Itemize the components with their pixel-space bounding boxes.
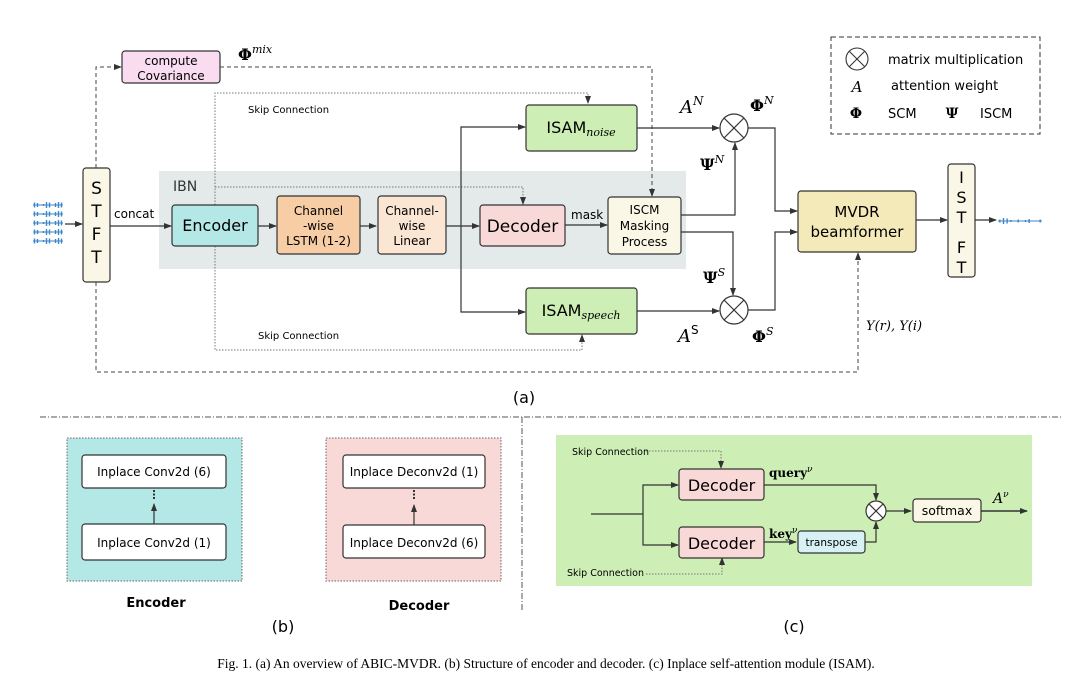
matrix-multiplication-icon	[719, 113, 749, 143]
figure-caption: Fig. 1. (a) An overview of ABIC-MVDR. (b…	[217, 656, 875, 671]
linear-label: Linear	[393, 234, 430, 248]
mask-label: mask	[571, 208, 603, 222]
mvdr-label: MVDR	[834, 203, 879, 221]
a-s-label: AS	[676, 323, 699, 347]
isam-speech-label: ISAMspeech	[542, 301, 621, 322]
legend-psi-symbol: Ψ	[946, 106, 959, 122]
matrix-multiplication-icon	[845, 47, 869, 71]
lstm-label: -wise	[303, 219, 334, 233]
lstm-label: LSTM (1-2)	[286, 234, 351, 248]
legend: matrix multiplication A attention weight…	[830, 36, 1041, 135]
skip-connection-bottom-label: Skip Connection	[567, 568, 644, 579]
istft-letter: S	[956, 188, 966, 207]
iscm-label: Process	[622, 235, 668, 249]
istft-letter: T	[956, 258, 967, 277]
decoder-title: Decoder	[389, 599, 450, 614]
legend-phi-symbol: Φ	[850, 106, 862, 122]
phi-n-label: ΦN	[750, 94, 774, 115]
channel-wise-linear-block	[377, 195, 447, 255]
query-label: queryν	[769, 465, 813, 480]
psi-s-label: ΨS	[703, 266, 726, 287]
stft-letter: S	[91, 179, 102, 199]
decoder-deconv-top-label: Inplace Deconv2d (1)	[350, 465, 479, 479]
covariance-label: compute	[145, 54, 198, 68]
encoder-label: Encoder	[182, 216, 248, 235]
linear-label: wise	[399, 219, 426, 233]
iscm-label: ISCM	[630, 203, 660, 217]
stft-letter: T	[90, 248, 102, 268]
covariance-label: Covariance	[137, 69, 204, 83]
softmax-label: softmax	[922, 503, 972, 518]
encoder-conv-top-label: Inplace Conv2d (6)	[97, 465, 211, 479]
encoder-title: Encoder	[126, 596, 186, 611]
a-n-label: AN	[678, 94, 704, 118]
skip-connection-top-label: Skip Connection	[248, 105, 329, 116]
legend-item-text: attention weight	[891, 79, 998, 94]
stft-letter: T	[90, 202, 102, 222]
transpose-label: transpose	[805, 537, 857, 549]
panel-a-label: (a)	[513, 388, 535, 407]
linear-label: Channel-	[385, 204, 439, 218]
output-waveform-icon	[998, 218, 1042, 224]
legend-item-text: matrix multiplication	[888, 53, 1023, 68]
legend-item-text: ISCM	[980, 107, 1012, 122]
matrix-multiplication-icon	[865, 500, 887, 522]
istft-block: I S T F T	[947, 163, 976, 278]
encoder-conv-bottom-label: Inplace Conv2d (1)	[97, 536, 211, 550]
istft-letter: I	[959, 168, 964, 187]
panel-b-label: (b)	[272, 617, 295, 636]
decoder-deconv-top	[342, 454, 486, 489]
matrix-multiplication-icon	[719, 295, 749, 325]
input-waveforms-icon	[33, 202, 63, 244]
legend-item-text: SCM	[888, 107, 917, 122]
skip-connection-bottom-label: Skip Connection	[258, 331, 339, 342]
legend-attention-symbol: A	[850, 78, 863, 96]
decoder-deconv-bottom-label: Inplace Deconv2d (6)	[350, 536, 479, 550]
channel-wise-lstm-block	[276, 195, 361, 255]
concat-label: concat	[114, 207, 154, 221]
psi-n-label: ΨN	[700, 153, 725, 174]
istft-letter: T	[956, 208, 967, 227]
isam-decoder-query-label: Decoder	[688, 476, 756, 495]
isam-decoder-key-label: Decoder	[688, 534, 756, 553]
ibn-label: IBN	[173, 179, 197, 195]
istft-letter: F	[957, 238, 966, 257]
stft-block: S T F T	[82, 167, 111, 283]
iscm-label: Masking	[620, 219, 669, 233]
mvdr-label: beamformer	[811, 223, 905, 241]
phi-mix-label: Φmix	[238, 43, 273, 64]
a-nu-label: Aν	[991, 490, 1009, 507]
lstm-label: Channel	[294, 204, 343, 218]
panel-c-label: (c)	[783, 617, 804, 636]
iscm-masking-block	[607, 196, 682, 255]
key-label: keyν	[769, 526, 798, 541]
stft-letter: F	[92, 225, 102, 245]
y-input-label: Y(r), Y(i)	[866, 319, 922, 334]
isam-noise-label: ISAMnoise	[546, 118, 616, 139]
decoder-label: Decoder	[487, 217, 559, 237]
phi-s-label: ΦS	[752, 325, 774, 346]
skip-connection-top-label: Skip Connection	[572, 447, 649, 458]
mvdr-beamformer-block	[797, 190, 917, 253]
encoder-conv-top	[81, 454, 227, 489]
